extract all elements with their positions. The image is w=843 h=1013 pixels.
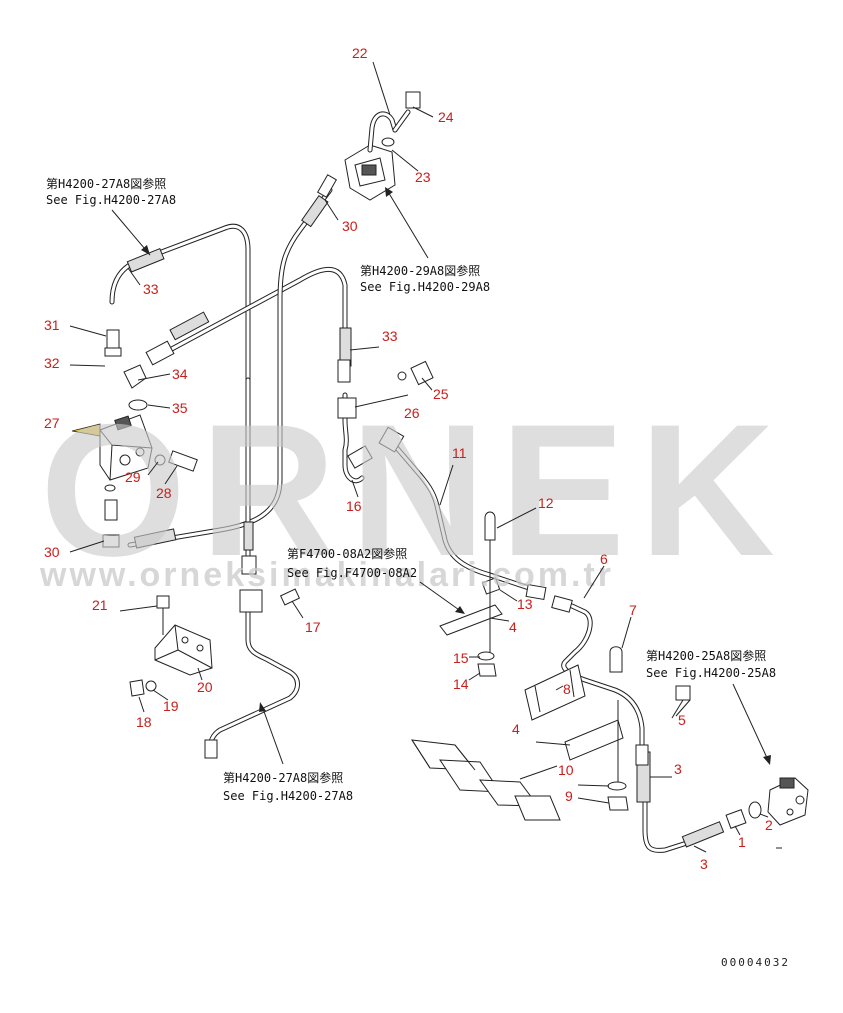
bracket-8-10 xyxy=(524,646,629,811)
callout-14: 14 xyxy=(453,676,469,692)
callout-23: 23 xyxy=(415,169,431,185)
callout-numbers: 22 24 23 30 33 31 32 34 35 27 29 28 30 3… xyxy=(44,45,773,872)
ref-h4200-27a8-bottom-en: See Fig.H4200-27A8 xyxy=(223,789,353,803)
callout-21: 21 xyxy=(92,597,108,613)
fittings xyxy=(102,329,762,829)
callout-7: 7 xyxy=(629,602,637,618)
callout-35: 35 xyxy=(172,400,188,416)
callout-33-right: 33 xyxy=(382,328,398,344)
reference-arrows xyxy=(111,187,771,765)
ref-h4200-29a8-jp: 第H4200-29A8図参照 xyxy=(360,263,480,278)
bolts xyxy=(154,91,691,719)
callout-4-upper: 4 xyxy=(509,619,517,635)
bracket-13 xyxy=(439,511,503,677)
callout-34: 34 xyxy=(172,366,188,382)
hose-lines xyxy=(109,187,693,853)
support-rail xyxy=(411,739,561,821)
callout-28: 28 xyxy=(156,485,172,501)
callout-32: 32 xyxy=(44,355,60,371)
watermark: ORNEK www.orneksimakinalari.com.tr xyxy=(39,385,789,595)
hose-sleeves xyxy=(126,194,725,848)
callout-31: 31 xyxy=(44,317,60,333)
callout-1: 1 xyxy=(738,834,746,850)
ref-h4200-25a8-en: See Fig.H4200-25A8 xyxy=(646,666,776,680)
watermark-url: www.orneksimakinalari.com.tr xyxy=(39,556,614,594)
callout-2: 2 xyxy=(765,817,773,833)
drawing-number: 00004032 xyxy=(721,956,790,969)
figure-references: 第H4200-27A8図参照 See Fig.H4200-27A8 第H4200… xyxy=(46,176,776,803)
callout-9: 9 xyxy=(565,788,573,804)
callout-27: 27 xyxy=(44,415,60,431)
callout-3-upper: 3 xyxy=(674,761,682,777)
callout-5: 5 xyxy=(678,712,686,728)
ref-h4200-29a8-en: See Fig.H4200-29A8 xyxy=(360,280,490,294)
callout-26: 26 xyxy=(404,405,420,421)
callout-33-left: 33 xyxy=(143,281,159,297)
callout-4-lower: 4 xyxy=(512,721,520,737)
callout-3-lower: 3 xyxy=(700,856,708,872)
callout-18: 18 xyxy=(136,714,152,730)
manifold-block xyxy=(71,414,153,492)
callout-19: 19 xyxy=(163,698,179,714)
callout-6: 6 xyxy=(600,551,608,567)
watermark-brand: ORNEK xyxy=(40,385,789,595)
callout-17: 17 xyxy=(305,619,321,635)
ref-h4200-27a8-top-jp: 第H4200-27A8図参照 xyxy=(46,176,166,191)
callout-22: 22 xyxy=(352,45,368,61)
callout-20: 20 xyxy=(197,679,213,695)
ref-f4700-08a2-en: See Fig.F4700-08A2 xyxy=(287,566,417,580)
callout-25: 25 xyxy=(433,386,449,402)
callout-16: 16 xyxy=(346,498,362,514)
callout-11: 11 xyxy=(452,445,467,461)
callout-10: 10 xyxy=(558,762,574,778)
callout-30-top: 30 xyxy=(342,218,358,234)
callout-29: 29 xyxy=(125,469,141,485)
valve-right xyxy=(767,777,809,826)
callout-13: 13 xyxy=(517,596,533,612)
callout-15: 15 xyxy=(453,650,469,666)
top-block xyxy=(316,109,411,201)
callout-24: 24 xyxy=(438,109,454,125)
bracket-20 xyxy=(129,624,213,697)
leader-lines xyxy=(69,61,769,853)
callout-12: 12 xyxy=(538,495,554,511)
ref-h4200-27a8-bottom-jp: 第H4200-27A8図参照 xyxy=(223,770,343,785)
callout-8: 8 xyxy=(563,681,571,697)
ref-f4700-08a2-jp: 第F4700-08A2図参照 xyxy=(287,546,407,561)
ref-h4200-25a8-jp: 第H4200-25A8図参照 xyxy=(646,648,766,663)
callout-30-left: 30 xyxy=(44,544,60,560)
ref-h4200-27a8-top-en: See Fig.H4200-27A8 xyxy=(46,193,176,207)
